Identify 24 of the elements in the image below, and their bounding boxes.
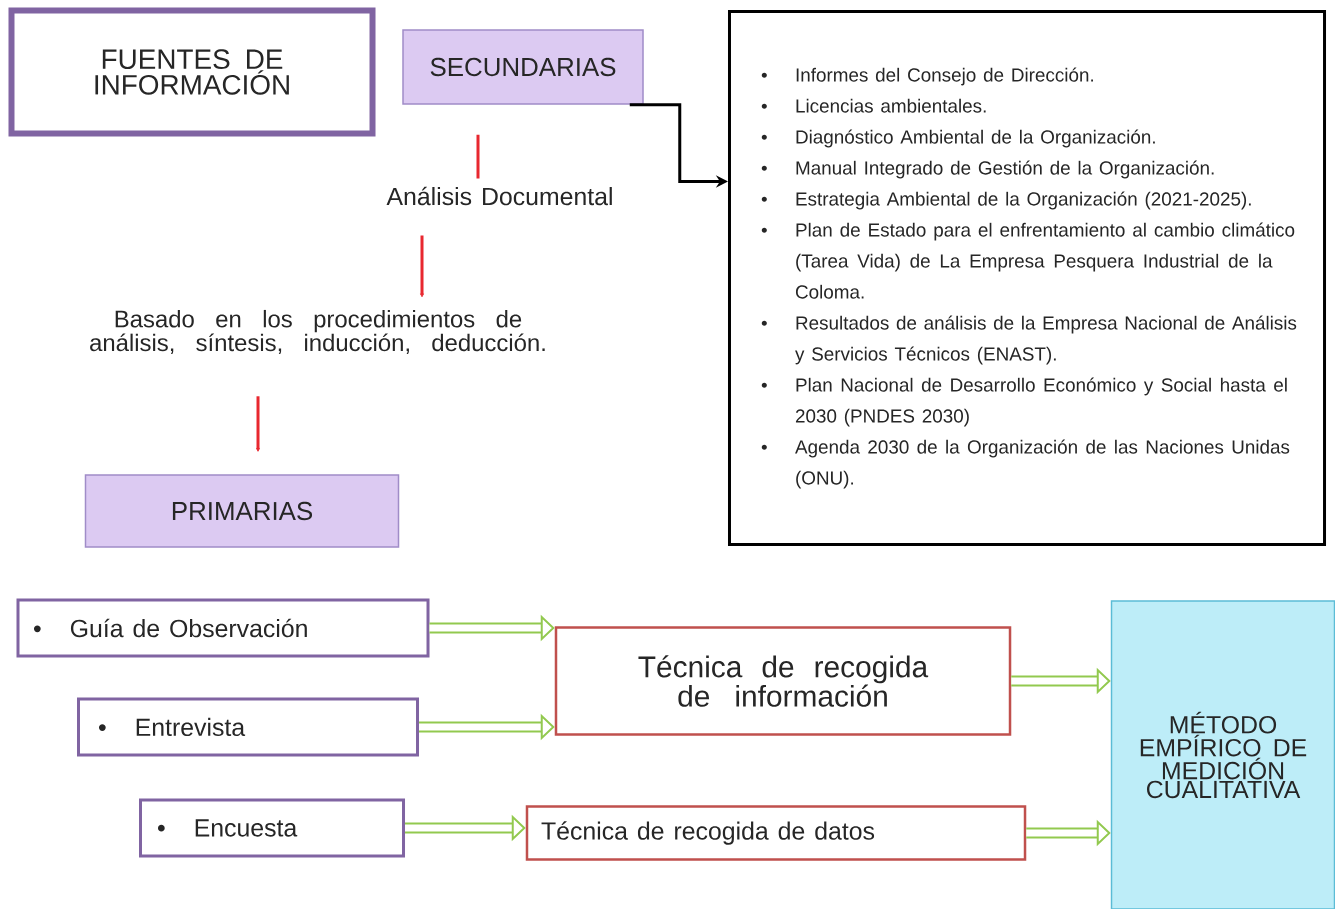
category-box: SECUNDARIAS [402, 29, 644, 105]
list-item: • Agenda 2030 de la Organización de las Naciones Unidas (ONU). [761, 439, 1290, 489]
technique-box: Técnica de recogida de datos [525, 805, 1027, 861]
process-label: Análisis Documental [386, 186, 612, 206]
connector-line [256, 396, 260, 452]
method-box: MÉTODO EMPÍRICO DE MEDICIÓN CUALITATIVA [1110, 600, 1335, 909]
list-item: • Diagnóstico Ambiental de la Organización. [761, 129, 1155, 148]
title-box: FUENTES DE INFORMACIÓN [8, 7, 376, 137]
instrument-box: • Entrevista [77, 697, 419, 757]
description-text: Basado en los procedimientos de análisis, síntesis, inducción, deducción. [90, 309, 545, 355]
connector-line [420, 235, 424, 298]
list-item: • Informes del Consejo de Dirección. [761, 67, 1093, 86]
category-box: PRIMARIAS [84, 474, 400, 548]
list-item: • Resultados de análisis de la Empresa Nacional de Análisis y Servicios Técnicos (ENAST). [761, 315, 1297, 365]
list-item: • Plan Nacional de Desarrollo Económico y Social hasta el 2030 (PNDES 2030) [761, 377, 1287, 427]
document-list-box [728, 10, 1326, 546]
technique-box: Técnica de recogida de información [554, 626, 1012, 736]
list-item: • Manual Integrado de Gestión de la Organización. [761, 160, 1214, 179]
instrument-box: • Guía de Observación [16, 598, 430, 658]
list-item: • Licencias ambientales. [761, 98, 986, 113]
connector-line [476, 134, 480, 179]
instrument-box: • Encuesta [139, 798, 405, 858]
list-item: • Estrategia Ambiental de la Organización (2021-2025). [761, 191, 1251, 210]
list-item: • Plan de Estado para el enfrentamiento al cambio climático (Tarea Vida) de La Empresa Pesquera Industrial de la Coloma. [761, 222, 1295, 299]
